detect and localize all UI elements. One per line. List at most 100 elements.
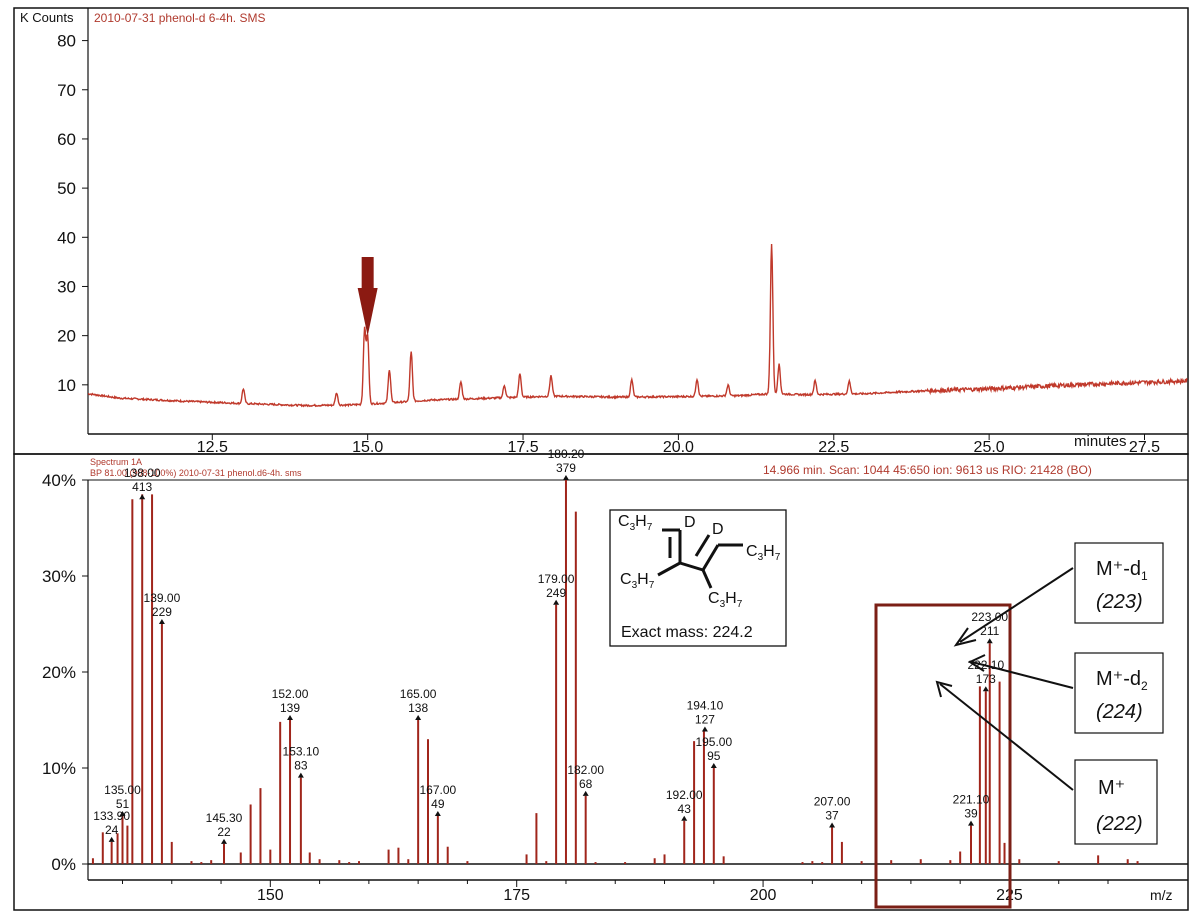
annotation-m-d2: M⁺-d2 (224) [967, 652, 1164, 734]
molecular-ion-highlight-box [874, 603, 1012, 909]
spectrum-peak-count-label: 139 [280, 701, 300, 715]
spectrum-peak-mz-label: 167.00 [420, 783, 457, 797]
annotation-m-d2-arrow [971, 661, 1074, 689]
structure-diagram [657, 528, 743, 589]
structure-inset: C3H7 D D C3H7 C3H7 C3H7 Exact mass: 224.… [609, 509, 787, 647]
structure-d-top-right: D [712, 521, 724, 538]
structure-d-top-left: D [684, 514, 696, 531]
chromatogram-x-tick-label: 27.5 [1129, 439, 1160, 456]
spectrum-peak-marker [829, 822, 836, 828]
structure-group-left: C3H7 [620, 571, 655, 591]
spectrum-peak-marker [297, 772, 304, 778]
spectrum-header-left-1: Spectrum 1A [90, 457, 142, 467]
spectrum-peak-mz-label: 194.10 [687, 699, 724, 713]
structure-group-bottom: C3H7 [708, 590, 743, 610]
spectrum-peak-count-label: 173 [976, 672, 996, 686]
spectrum-peak-count-label: 211 [980, 624, 999, 638]
chromatogram-y-tick-label: 20 [57, 327, 76, 346]
marked-peak-arrow-head [357, 288, 378, 336]
chromatogram-y-tick-label: 10 [57, 376, 76, 395]
annotation-m-arrowhead [935, 680, 953, 698]
spectrum-peak-mz-label: 180.20 [548, 447, 585, 461]
spectrum-peak-count-label: 43 [678, 802, 692, 816]
spectrum-y-tick-label: 20% [42, 663, 76, 682]
structure-group-top-left: C3H7 [618, 513, 653, 533]
spectrum-peak-count-label: 138 [408, 701, 428, 715]
spectrum-peak-mz-label: 152.00 [272, 687, 309, 701]
chromatogram-x-tick-label: 20.0 [663, 439, 694, 456]
spectrum-x-tick-label: 175 [503, 887, 530, 904]
spectrum-peak-mz-label: 192.00 [666, 788, 703, 802]
chromatogram-title: 2010-07-31 phenol-d 6-4h. SMS [94, 11, 265, 25]
spectrum-peak-marker [710, 763, 717, 768]
spectrum-peak-marker [553, 599, 560, 605]
spectrum-peak-mz-label: 182.00 [567, 763, 604, 777]
spectrum-peak-marker [158, 619, 165, 624]
chromatogram-y-tick-label: 40 [57, 228, 76, 247]
annotation-m-formula: M⁺ [1098, 777, 1125, 799]
chromatogram-y-tick-label: 30 [57, 277, 76, 296]
chromatogram-y-tick-label: 60 [57, 130, 76, 149]
spectrum-header-right: 14.966 min. Scan: 1044 45:650 ion: 9613 … [763, 463, 1092, 477]
spectrum-peak-count-label: 51 [116, 797, 130, 811]
spectrum-y-tick-label: 30% [42, 567, 76, 586]
marked-peak-arrow [357, 257, 378, 336]
spectrum-peak-count-label: 37 [825, 809, 839, 823]
exact-mass-label: Exact mass: 224.2 [621, 624, 753, 641]
chromatogram-y-tick-label: 80 [57, 32, 76, 51]
spectrum-peak-count-label: 24 [105, 823, 119, 837]
spectrum-peak-marker [287, 715, 294, 720]
spectrum-peak-marker [434, 811, 441, 816]
spectrum-peak-count-label: 229 [152, 605, 172, 619]
chromatogram-trace [88, 243, 1188, 408]
annotation-m-mass: (222) [1096, 813, 1143, 835]
spectrum-peak-count-label: 49 [431, 797, 445, 811]
chromatogram-x-tick-label: 12.5 [197, 439, 228, 456]
chromatogram-x-tick-label: 22.5 [818, 439, 849, 456]
annotation-m-d2-mass: (224) [1096, 701, 1143, 723]
spectrum-peak-count-label: 39 [964, 807, 978, 821]
spectrum-x-tick-label: 200 [750, 887, 777, 904]
chromatogram-x-unit: minutes [1074, 433, 1127, 450]
spectrum-peak-marker [562, 475, 569, 480]
spectrum-bars [91, 480, 1139, 864]
spectrum-y-tick-label: 40% [42, 471, 76, 490]
spectrum-peak-mz-label: 221.10 [953, 793, 990, 807]
spectrum-peak-marker [982, 686, 989, 692]
annotation-m-d1-box [1074, 542, 1164, 624]
annotation-m-d2-formula: M⁺-d2 [1096, 668, 1148, 693]
chromatogram-y-unit: K Counts [20, 10, 74, 25]
annotation-m-d1: M⁺-d1 (223) [953, 542, 1164, 647]
annotation-m: M⁺ (222) [935, 680, 1158, 845]
spectrum-peak-mz-label: 139.00 [144, 591, 181, 605]
spectrum-peak-count-label: 22 [217, 825, 231, 839]
spectrum-peak-marker [681, 815, 688, 821]
annotation-m-d1-formula: M⁺-d1 [1096, 558, 1148, 583]
annotation-m-d1-arrowhead [953, 627, 977, 647]
spectrum-peak-marker [968, 820, 975, 826]
annotation-m-d1-arrow [959, 567, 1074, 643]
spectrum-peak-count-label: 68 [579, 777, 593, 791]
spectrum-peak-marker [986, 638, 993, 644]
structure-group-right: C3H7 [746, 543, 781, 563]
spectrum-peak-count-label: 95 [707, 749, 721, 763]
spectrum-peak-mz-label: 153.10 [283, 745, 320, 759]
spectrum-peak-mz-label: 179.00 [538, 572, 575, 586]
spectrum-header-left-2: BP 81.00 (908-100%) 2010-07-31 phenol.d6… [90, 468, 302, 478]
spectrum-peak-marker [108, 836, 115, 842]
chromatogram-x-tick-label: 15.0 [352, 439, 383, 456]
spectrum-peak-count-label: 83 [294, 759, 308, 773]
spectrum-y-tick-label: 0% [51, 855, 76, 874]
spectrum-y-tick-label: 10% [42, 759, 76, 778]
spectrum-peak-mz-label: 195.00 [695, 735, 732, 749]
spectrum-frame [13, 453, 1189, 911]
spectrum-peak-mz-label: 223.00 [971, 610, 1008, 624]
spectrum-peak-marker [701, 726, 708, 732]
chromatogram-x-tick-label: 25.0 [974, 439, 1005, 456]
spectrum-peak-count-label: 379 [556, 461, 576, 475]
annotation-m-arrow [939, 683, 1074, 791]
spectrum-peak-marker [415, 715, 422, 720]
spectrum-peak-mz-label: 207.00 [814, 795, 851, 809]
